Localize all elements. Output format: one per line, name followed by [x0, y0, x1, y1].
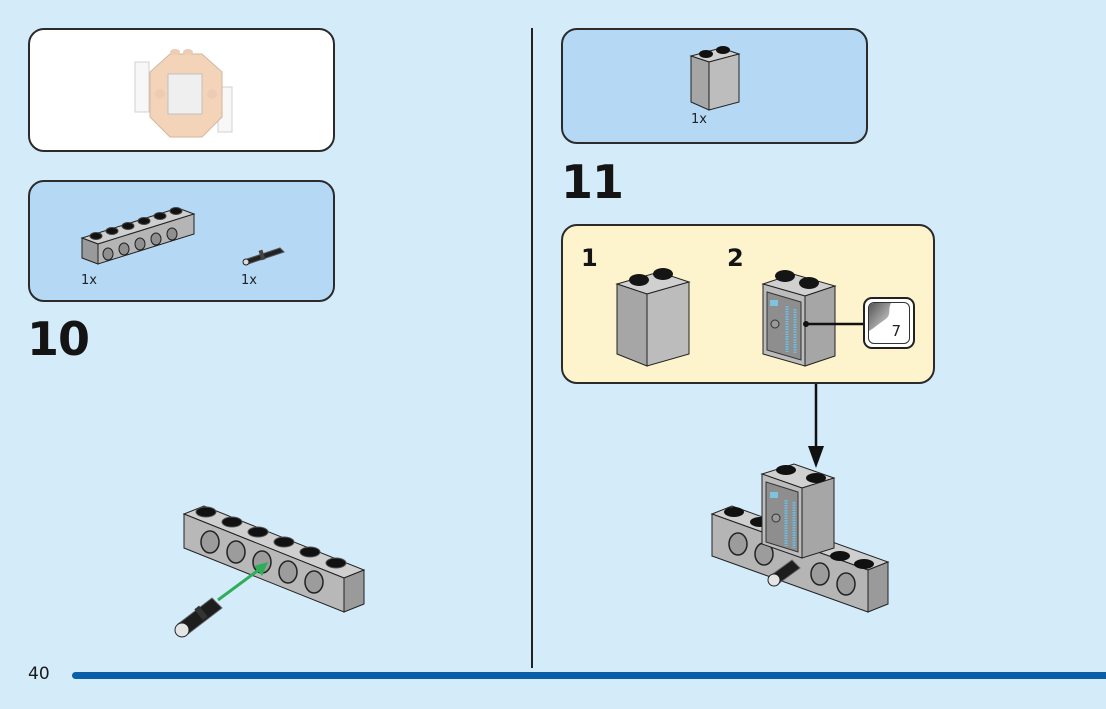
technic-brick-1x6-icon: [80, 207, 196, 265]
part-qty-technic-pin: 1x: [241, 273, 257, 288]
technic-pin-placement: [174, 597, 223, 638]
substep-number-2: 2: [727, 244, 744, 272]
part-qty-brick-1x2x2: 1x: [691, 112, 707, 127]
preview-model-illustration: [134, 49, 233, 138]
substep-number-1: 1: [581, 244, 598, 272]
technic-pin-inserted: [767, 559, 801, 587]
step10-assembly-illustration: [174, 505, 366, 638]
assembly-preview-box: [28, 28, 335, 152]
sticker-number: 7: [891, 322, 901, 340]
insert-arrow: [217, 564, 265, 602]
step11-assembly-illustration: [710, 463, 890, 613]
sticker-peel-icon: [869, 303, 891, 331]
technic-pin-icon: [242, 247, 285, 266]
step11-parts-box: 1x: [561, 28, 868, 144]
plain-brick-1x2x2-illustration: [615, 268, 691, 367]
part-qty-technic-brick: 1x: [81, 273, 97, 288]
step10-parts-box: 1x 1x: [28, 180, 335, 302]
sticker-callout: 7: [863, 297, 915, 349]
column-divider: [531, 28, 533, 668]
panel-brick-illustration: [761, 270, 837, 367]
step11-substep-box: 1 2: [561, 224, 935, 384]
step-number-10: 10: [27, 312, 90, 366]
page-footer-bar: [72, 672, 1106, 679]
page-number: 40: [28, 664, 50, 684]
brick-1x2x2-icon: [689, 46, 741, 111]
placement-arrow: [808, 384, 824, 468]
step-number-11: 11: [561, 155, 624, 209]
sticker-callout-line: [803, 321, 867, 327]
